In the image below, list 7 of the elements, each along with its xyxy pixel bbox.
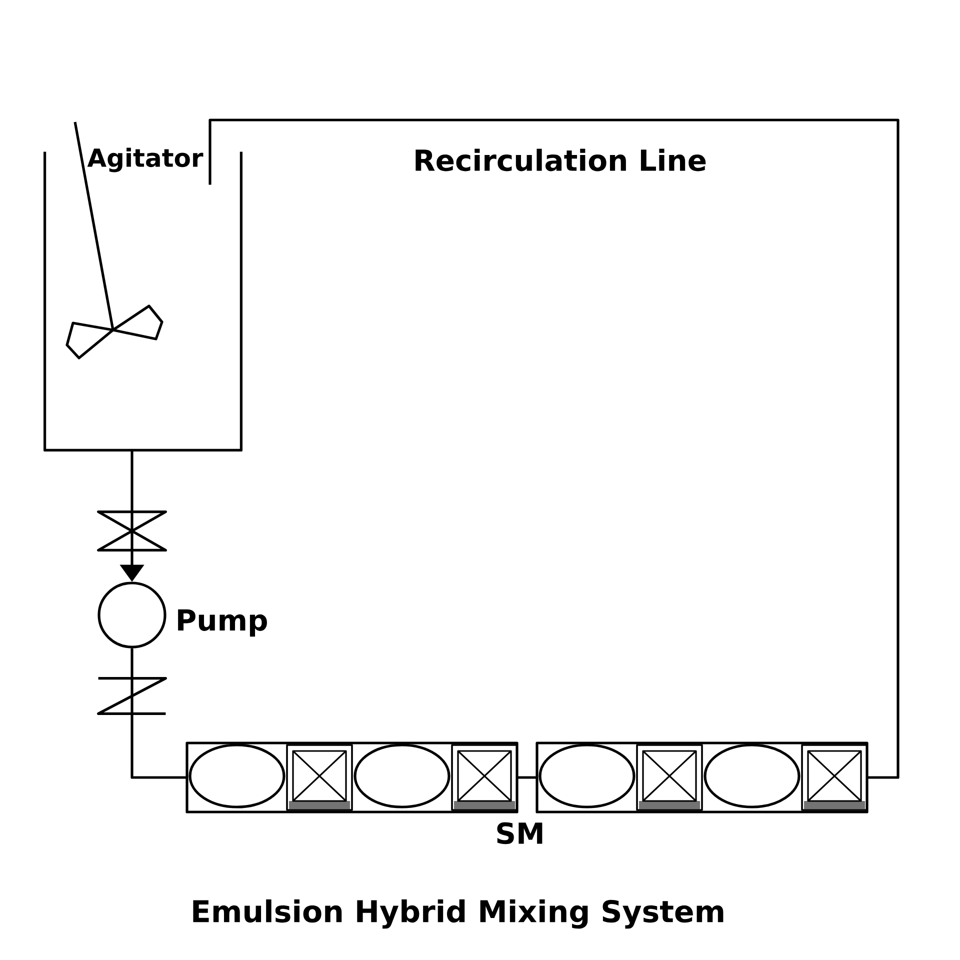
edge-label: Recirculation Line	[416, 148, 706, 172]
caption: Emulsion Hybrid Mixing System	[193, 899, 724, 929]
node-label: Pump	[178, 609, 267, 637]
part-label: Agitator	[87, 148, 204, 172]
valve-symbol	[97, 510, 167, 552]
node-label: SM	[497, 822, 542, 844]
check-valve-symbol	[97, 677, 167, 715]
